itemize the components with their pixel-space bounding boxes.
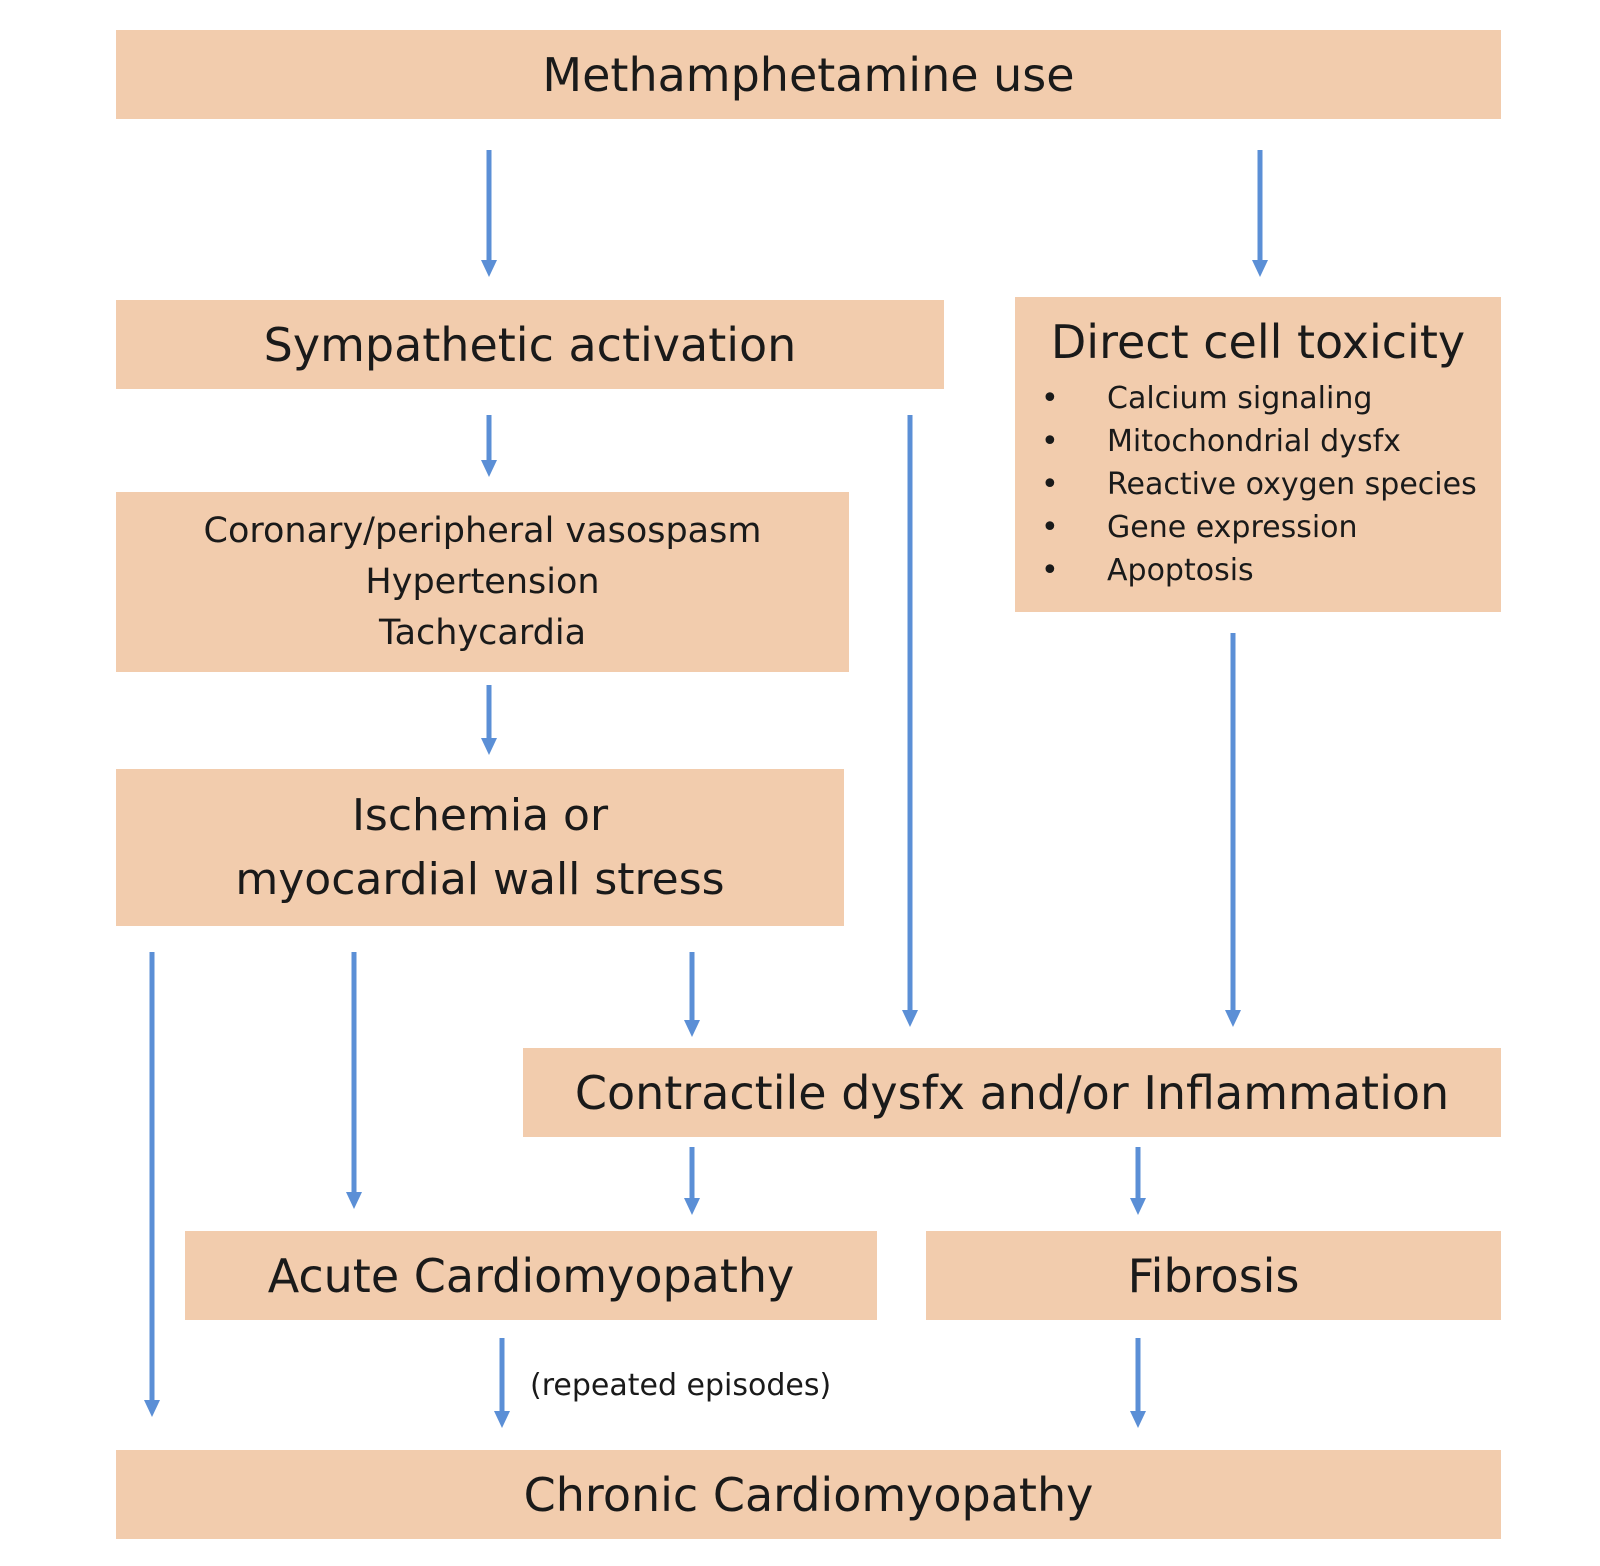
node-label: Methamphetamine use xyxy=(542,47,1075,102)
bullet-icon: • xyxy=(1041,510,1059,545)
node-title: Direct cell toxicity xyxy=(1050,315,1466,369)
list-item: • Apoptosis xyxy=(1015,549,1501,592)
node-label: Fibrosis xyxy=(1127,1248,1300,1303)
node-line: Tachycardia xyxy=(378,612,587,653)
arrowhead xyxy=(144,1400,160,1417)
node-methamphetamine-use: Methamphetamine use xyxy=(116,30,1501,119)
node-direct-cell-toxicity: Direct cell toxicity •Calcium signaling … xyxy=(1015,297,1501,612)
arrowhead xyxy=(1252,260,1268,277)
node-sympathetic-activation: Sympathetic activation xyxy=(116,300,944,389)
node-acute-cardiomyopathy: Acute Cardiomyopathy xyxy=(185,1231,877,1320)
bullet-icon: • xyxy=(1041,467,1059,502)
list-item: • Reactive oxygen species xyxy=(1015,463,1501,506)
node-chronic-cardiomyopathy: Chronic Cardiomyopathy xyxy=(116,1450,1501,1539)
node-line: Coronary/peripheral vasospasm xyxy=(203,510,762,551)
bullet-icon: • xyxy=(1041,424,1059,459)
arrowhead xyxy=(481,738,497,755)
arrowhead xyxy=(346,1192,362,1209)
node-line: Ischemia or xyxy=(351,789,609,841)
edge-label-repeated-episodes: (repeated episodes) xyxy=(530,1368,832,1403)
arrowhead xyxy=(1130,1411,1146,1428)
list-item-label: Apoptosis xyxy=(1107,553,1254,588)
arrowhead xyxy=(481,460,497,477)
node-vascular-effects: Coronary/peripheral vasospasm Hypertensi… xyxy=(116,492,849,672)
node-label: Sympathetic activation xyxy=(263,317,797,372)
list-item: • Gene expression xyxy=(1015,506,1501,549)
arrowhead xyxy=(494,1411,510,1428)
node-label: Chronic Cardiomyopathy xyxy=(523,1467,1094,1522)
list-item-label: Calcium signaling xyxy=(1107,381,1373,416)
arrowhead xyxy=(481,260,497,277)
bullet-icon: • xyxy=(1041,553,1059,588)
arrowhead xyxy=(902,1010,918,1027)
list-item: • Calcium signaling xyxy=(1015,377,1501,420)
node-label: Acute Cardiomyopathy xyxy=(267,1248,795,1303)
node-label: Contractile dysfx and/or Inflammation xyxy=(574,1065,1450,1120)
list-item-label: Gene expression xyxy=(1107,510,1358,545)
bullet-icon: • xyxy=(1041,381,1059,416)
list-item: • Mitochondrial dysfx xyxy=(1015,420,1501,463)
node-line: Hypertension xyxy=(365,561,600,602)
list-item-label: Mitochondrial dysfx xyxy=(1107,424,1401,459)
node-line: myocardial wall stress xyxy=(235,853,725,905)
arrowhead xyxy=(684,1198,700,1215)
arrowhead xyxy=(684,1020,700,1037)
toxicity-list: •Calcium signaling •Mitochondrial dysfx … xyxy=(1015,377,1501,592)
node-fibrosis: Fibrosis xyxy=(926,1231,1501,1320)
node-contractile-dysfx: Contractile dysfx and/or Inflammation xyxy=(523,1048,1501,1137)
node-ischemia: Ischemia or myocardial wall stress xyxy=(116,769,844,926)
arrowhead xyxy=(1225,1010,1241,1027)
arrowhead xyxy=(1130,1198,1146,1215)
list-item-label: Reactive oxygen species xyxy=(1107,467,1477,502)
